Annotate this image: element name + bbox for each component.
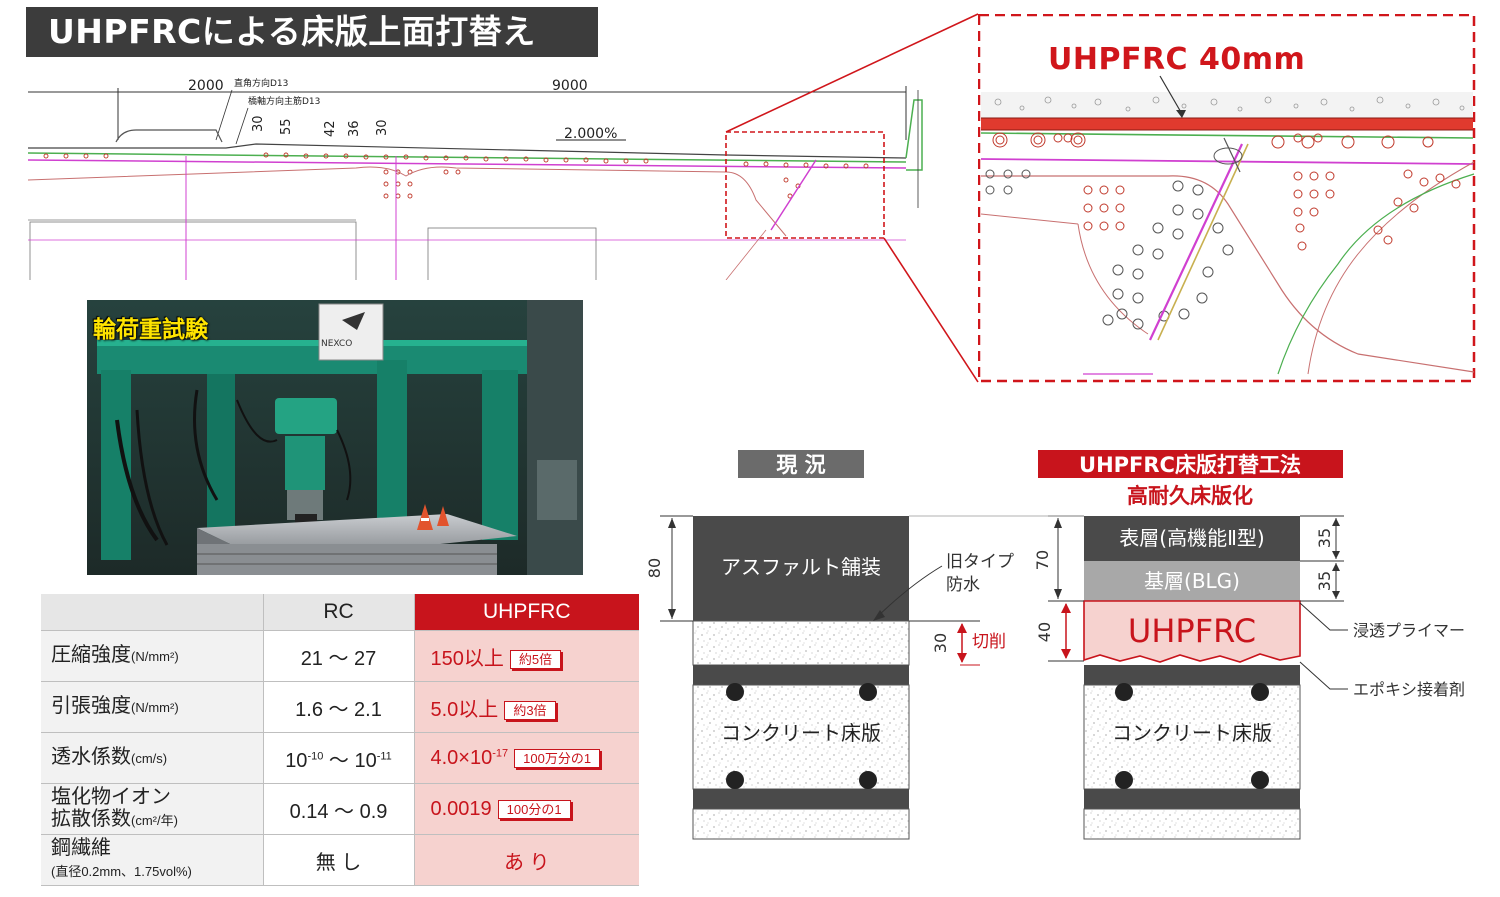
new-slab-label: コンクリート床版 (1112, 721, 1272, 745)
rc-value: 10-10 ～ 10-11 (263, 732, 415, 784)
current-header-box (738, 450, 864, 478)
photo-label: 輪荷重試験 (93, 317, 208, 343)
surface-layer (1084, 516, 1300, 561)
waterproof-label-2: 防水 (946, 575, 980, 595)
dim-left-text: 2000 (188, 78, 224, 94)
zoom-detail (978, 14, 1476, 383)
dim-b-text: 55 (279, 118, 294, 135)
uhpfrc-layer (1083, 600, 1301, 663)
dim-70: 70 (1033, 550, 1052, 570)
zoom-label: UHPFRC 40mm (1048, 42, 1306, 77)
ratio-badge: 100分の1 (497, 799, 571, 819)
base-layer (1084, 561, 1300, 601)
row-label: 鋼繊維(直径0.2mm、1.75vol%) (41, 834, 264, 886)
rebar-note-2: 橋軸方向主筋D13 (248, 95, 320, 107)
current-asphalt-label: アスファルト舗装 (721, 555, 881, 579)
header-empty (41, 594, 264, 631)
page-title: UHPFRCによる床版上面打替え (26, 7, 598, 57)
properties-table: RC UHPFRC 圧縮強度(N/mm²) 21 ～ 27 150以上約5倍 引… (41, 594, 639, 886)
zoom-connectors (725, 13, 979, 383)
rebar-note-1: 直角方向D13 (234, 77, 288, 89)
dim-a-text: 30 (251, 115, 266, 132)
dim-d-text: 36 (347, 120, 362, 137)
dim-e-text: 30 (375, 119, 390, 136)
wheel-load-test-photo: NEXCO 輪荷重試験 (87, 300, 583, 575)
dim-80: 80 (645, 558, 664, 578)
new-subheader: 高耐久床版化 (1127, 484, 1253, 508)
base-layer-label: 基層(BLG) (1144, 569, 1240, 593)
rc-value: 0.14 ～ 0.9 (263, 783, 415, 835)
dim-35-a: 35 (1315, 528, 1334, 548)
waterproof-label-1: 旧タイプ (946, 552, 1014, 572)
ratio-badge: 100万分の1 (514, 748, 601, 768)
header-rc: RC (263, 594, 415, 631)
new-header: UHPFRC床版打替工法 (1079, 453, 1301, 477)
slope-text: 2.000% (564, 126, 617, 142)
ratio-badge: 約3倍 (504, 700, 556, 720)
primer-label: 浸透プライマー (1353, 621, 1465, 640)
table-row: 鋼繊維(直径0.2mm、1.75vol%) 無 し あ り (41, 834, 639, 886)
header-uhpfrc: UHPFRC (414, 594, 639, 631)
current-header: 現 況 (776, 453, 825, 477)
row-label: 塩化物イオン拡散係数(cm²/年) (41, 783, 264, 835)
uhpfrc-value: 5.0以上約3倍 (414, 681, 639, 733)
table-header-row: RC UHPFRC (41, 594, 639, 631)
epoxy-label: エポキシ接着剤 (1353, 680, 1465, 699)
dim-35-b: 35 (1315, 571, 1334, 591)
new-header-box (1038, 450, 1343, 478)
dim-40: 40 (1035, 622, 1054, 642)
cross-section-drawing: 2000 9000 直角方向D13 橋軸方向主筋D13 30 55 42 36 … (27, 77, 923, 280)
rc-value: 1.6 ～ 2.1 (263, 681, 415, 733)
row-label: 透水係数(cm/s) (41, 732, 264, 784)
surface-layer-label: 表層(高機能Ⅱ型) (1119, 526, 1264, 550)
dim-right-text: 9000 (552, 78, 588, 94)
pavement-comparison: 現 況 アスファルト舗装 コンクリート床版 80 30 切削 旧タイプ 防水 U… (645, 450, 1465, 840)
cut-label: 切削 (972, 632, 1006, 652)
nexco-sign: NEXCO (321, 339, 352, 349)
current-slab-label: コンクリート床版 (721, 721, 881, 745)
table-row: 圧縮強度(N/mm²) 21 ～ 27 150以上約5倍 (41, 630, 639, 682)
row-label: 引張強度(N/mm²) (41, 681, 264, 733)
uhpfrc-value: あ り (414, 834, 639, 886)
uhpfrc-value: 150以上約5倍 (414, 630, 639, 682)
dim-c-text: 42 (323, 120, 338, 137)
dim-30: 30 (931, 633, 950, 653)
table-row: 引張強度(N/mm²) 1.6 ～ 2.1 5.0以上約3倍 (41, 681, 639, 733)
current-asphalt-layer (693, 516, 909, 621)
rc-value: 無 し (263, 834, 415, 886)
uhpfrc-layer-label: UHPFRC (1128, 612, 1256, 650)
test-rig-illustration: NEXCO (87, 300, 583, 575)
rc-value: 21 ～ 27 (263, 630, 415, 682)
row-label: 圧縮強度(N/mm²) (41, 630, 264, 682)
ratio-badge: 約5倍 (509, 649, 562, 669)
